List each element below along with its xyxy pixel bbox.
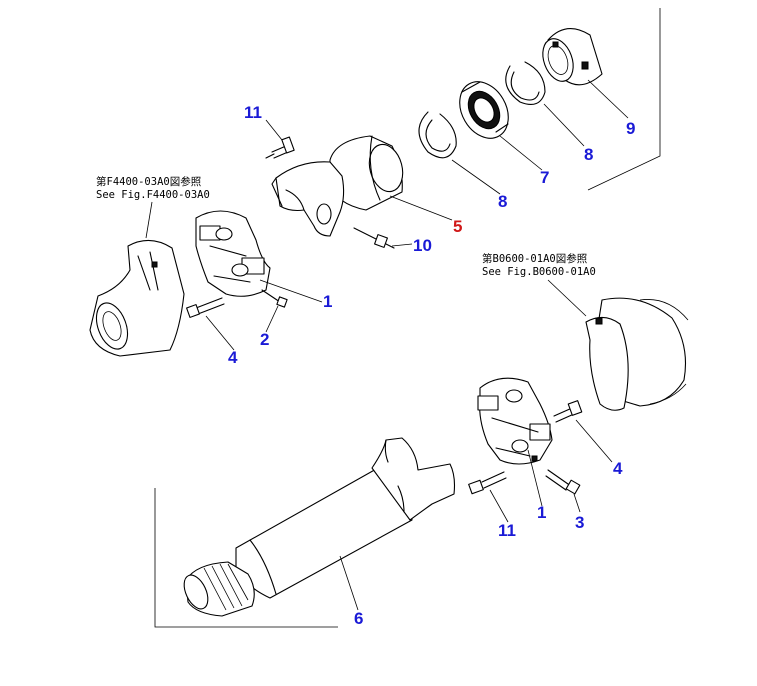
part-9-bearing-cap bbox=[542, 28, 603, 86]
callout-1-left: 1 bbox=[323, 292, 332, 311]
part-5-slip-yoke bbox=[271, 135, 404, 237]
part-8-snap-ring-top bbox=[505, 61, 546, 105]
callout-8-top: 8 bbox=[584, 145, 593, 164]
part-1-spider-left bbox=[195, 210, 271, 297]
part-11-bolt-bottom bbox=[468, 471, 507, 495]
callout-3: 3 bbox=[575, 513, 584, 532]
leader-lines bbox=[145, 79, 629, 611]
reference-right-jp: 第B0600-01A0図参照 bbox=[482, 252, 588, 265]
part-10-grease-fitting bbox=[353, 227, 395, 249]
callout-4-right: 4 bbox=[613, 459, 623, 478]
callout-4-left: 4 bbox=[228, 348, 238, 367]
part-11-bolt-top bbox=[265, 136, 295, 159]
callout-7: 7 bbox=[540, 168, 549, 187]
callouts: 11 9 8 7 8 5 10 1 2 4 4 1 3 11 6 bbox=[228, 103, 635, 628]
callout-10: 10 bbox=[413, 236, 432, 255]
reference-right-en: See Fig.B0600-01A0 bbox=[482, 266, 596, 278]
left-companion-yoke bbox=[89, 239, 185, 357]
part-4-bolt-left bbox=[186, 297, 225, 318]
part-6-drive-shaft bbox=[183, 437, 456, 617]
part-3-bolt bbox=[545, 469, 581, 495]
reference-note-left: 第F4400-03A0図参照 See Fig.F4400-03A0 bbox=[96, 175, 210, 201]
callout-11-top: 11 bbox=[244, 103, 262, 122]
callout-1-right: 1 bbox=[537, 503, 546, 522]
callout-6: 6 bbox=[354, 609, 363, 628]
frame-lines bbox=[154, 8, 661, 628]
reference-left-en: See Fig.F4400-03A0 bbox=[96, 189, 210, 201]
callout-11-bottom: 11 bbox=[498, 521, 516, 540]
part-2-grease-nipple bbox=[261, 289, 288, 308]
callout-2: 2 bbox=[260, 330, 269, 349]
part-4-bolt-right bbox=[553, 400, 583, 423]
part-1-spider-right bbox=[477, 377, 553, 465]
callout-8-mid: 8 bbox=[498, 192, 507, 211]
part-8-snap-ring-mid bbox=[418, 111, 457, 159]
part-7-bearing bbox=[459, 81, 509, 139]
reference-left-jp: 第F4400-03A0図参照 bbox=[96, 175, 202, 188]
callout-5: 5 bbox=[453, 217, 462, 236]
callout-9: 9 bbox=[626, 119, 635, 138]
reference-note-right: 第B0600-01A0図参照 See Fig.B0600-01A0 bbox=[482, 252, 596, 278]
right-flange-yoke bbox=[585, 297, 689, 411]
